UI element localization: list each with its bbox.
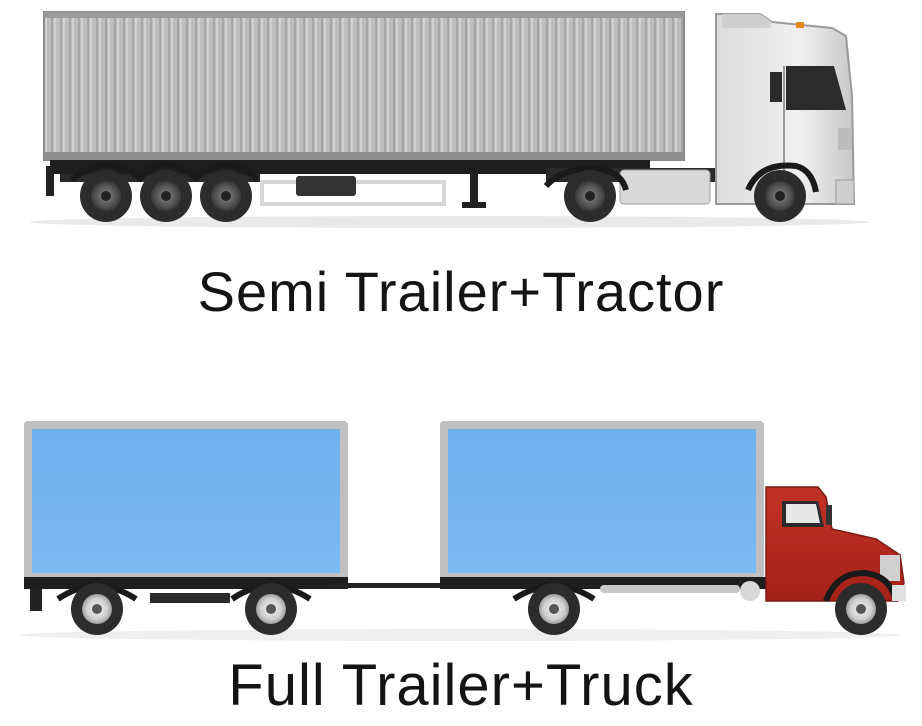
full-trailer-box	[24, 421, 348, 581]
ground-shadow	[20, 629, 900, 641]
trailer-wheel	[80, 170, 132, 222]
semi-trailer-tractor-illustration	[30, 11, 870, 228]
full-trailer-caption: Full Trailer+Truck	[228, 653, 694, 718]
trailer-chassis	[46, 160, 650, 208]
full-trailer-truck-illustration	[20, 421, 906, 641]
semi-trailer-caption: Semi Trailer+Tractor	[197, 260, 725, 323]
full-trailer-wheel	[71, 583, 123, 635]
full-trailer-wheel	[245, 583, 297, 635]
truck-box-body	[440, 421, 764, 581]
tractor-wheel	[564, 170, 616, 222]
truck-wheel	[835, 583, 887, 635]
ground-shadow	[30, 216, 870, 228]
truck-cab	[765, 486, 906, 603]
truck-wheel	[528, 583, 580, 635]
shipping-container	[43, 11, 685, 161]
tractor-unit	[543, 13, 856, 205]
tractor-wheel	[754, 170, 806, 222]
trailer-wheel	[200, 170, 252, 222]
trailer-wheel	[140, 170, 192, 222]
